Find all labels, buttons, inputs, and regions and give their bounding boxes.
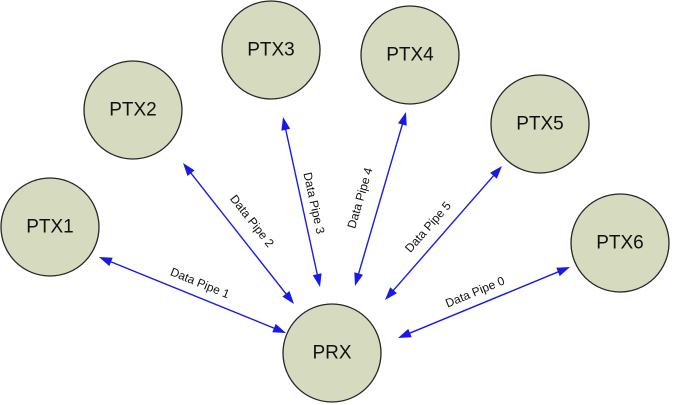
connection-pipe-0-line: [407, 270, 561, 335]
connection-pipe-5: [385, 166, 502, 300]
node-ptx6: PTX6: [570, 193, 670, 293]
node-ptx1-label: PTX1: [26, 217, 74, 238]
pipe-label-2: Data Pipe 2: [227, 192, 277, 250]
node-ptx2: PTX2: [83, 60, 183, 160]
connection-pipe-5-line: [391, 173, 496, 293]
node-prx: PRX: [282, 303, 382, 403]
connection-pipe-1-line: [108, 260, 277, 330]
node-ptx5-label: PTX5: [516, 114, 564, 135]
connection-pipe-1-arrowhead-end: [272, 323, 286, 333]
connection-pipe-3-arrowhead-start: [281, 117, 291, 131]
connection-pipe-0-arrowhead-start: [556, 267, 570, 277]
connection-pipe-2-line: [189, 171, 288, 296]
node-ptx6-circle: [570, 193, 670, 293]
connection-pipe-1-arrowhead-start: [99, 257, 113, 267]
connection-pipe-3-line: [284, 127, 319, 277]
node-ptx1-circle: [0, 177, 100, 277]
pipe-label-3: Data Pipe 3: [300, 171, 327, 236]
connection-pipe-4-arrowhead-end: [354, 272, 363, 286]
node-ptx5-circle: [490, 74, 590, 174]
connections: [99, 112, 570, 338]
connection-pipe-4-arrowhead-start: [398, 112, 407, 126]
node-prx-label: PRX: [312, 343, 351, 364]
pipe-label-0: Data Pipe 0: [443, 273, 507, 310]
node-ptx5: PTX5: [490, 74, 590, 174]
node-ptx3: PTX3: [221, 0, 321, 100]
node-ptx3-circle: [221, 0, 321, 100]
node-prx-circle: [282, 303, 382, 403]
connection-pipe-5-arrowhead-start: [490, 166, 502, 179]
pipe-label-4: Data Pipe 4: [344, 166, 375, 230]
connection-pipe-4: [354, 112, 407, 286]
node-ptx3-label: PTX3: [247, 40, 295, 61]
connection-pipe-0: [398, 267, 570, 338]
node-ptx4-circle: [360, 5, 460, 105]
connection-pipe-4-line: [357, 122, 404, 276]
connection-pipe-1: [99, 257, 286, 333]
pipe-label-1: Data Pipe 1: [168, 265, 232, 302]
connection-pipe-2: [183, 163, 294, 304]
connection-pipe-0-arrowhead-end: [398, 328, 412, 338]
node-ptx1: PTX1: [0, 177, 100, 277]
node-ptx4-label: PTX4: [386, 45, 434, 66]
connection-pipe-3: [281, 117, 322, 287]
connection-pipe-5-arrowhead-end: [385, 287, 397, 300]
connection-pipe-3-arrowhead-end: [312, 273, 322, 287]
connection-pipe-2-arrowhead-end: [282, 291, 294, 304]
connection-pipe-2-arrowhead-start: [183, 163, 195, 176]
node-ptx2-label: PTX2: [109, 100, 157, 121]
node-ptx2-circle: [83, 60, 183, 160]
node-ptx4: PTX4: [360, 5, 460, 105]
pipe-label-5: Data Pipe 5: [402, 199, 454, 256]
node-ptx6-label: PTX6: [596, 233, 644, 254]
